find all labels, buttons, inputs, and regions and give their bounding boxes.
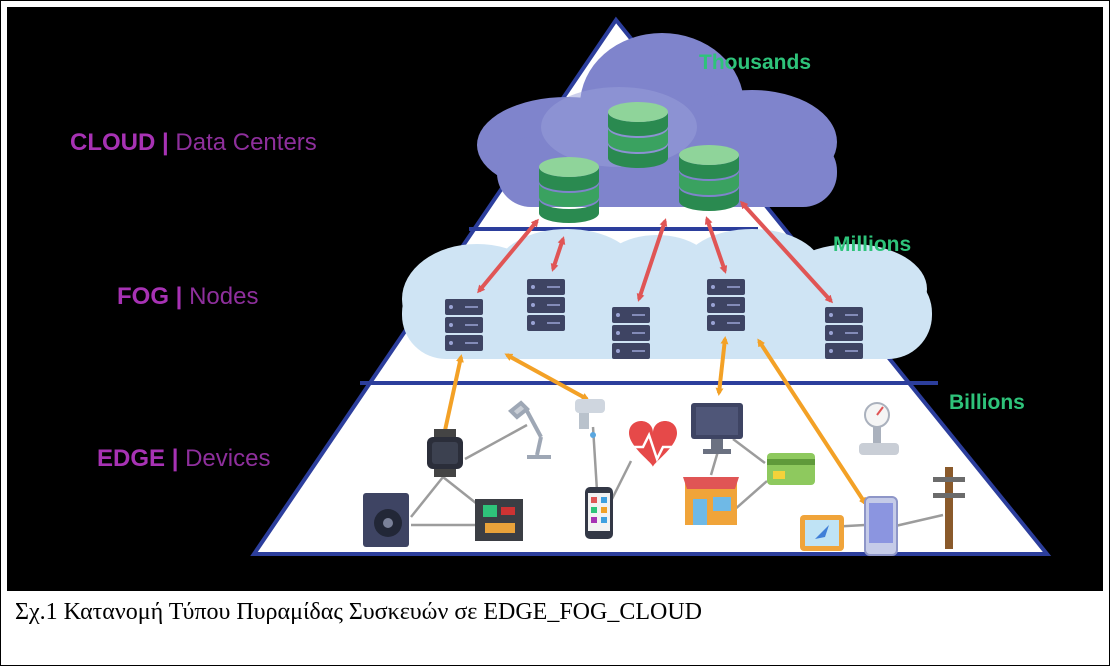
desk-lamp-icon [508,400,551,459]
power-pole-icon [933,467,965,549]
faucet-icon [575,399,605,438]
edge-count-label: Billions [949,391,1025,414]
speaker-icon [363,493,409,547]
server-icon [706,278,746,332]
store-icon [683,477,739,525]
cloud-level-desc: Data Centers [175,129,317,156]
cloud-count-label: Thousands [699,51,812,74]
smartwatch-icon [427,429,463,477]
navigation-tablet-icon [800,515,844,551]
smartphone-icon [864,496,898,556]
cloud-level-key: CLOUD [70,129,156,156]
server-icon [526,278,566,332]
credit-card-icon [767,453,815,485]
fog-level-desc: Nodes [189,283,259,310]
server-icon [611,306,651,360]
fog-level-label: FOG | Nodes [117,283,258,311]
device-links [410,423,944,529]
heart-rate-icon [629,421,677,467]
circuit-board-icon [475,499,523,541]
figure-caption: Σχ.1 Κατανομή Τύπου Πυραμίδας Συσκευών σ… [15,599,702,625]
edge-level-key: EDGE [97,445,166,472]
smartphone-icon [585,487,613,539]
edge-level-separator: | [171,445,179,472]
server-icon [444,298,484,352]
cloud-level-label: CLOUD | Data Centers [70,129,317,157]
edge-fog-cloud-pyramid-figure: CLOUD | Data Centers FOG | Nodes EDGE | … [7,7,1103,591]
server-icon [824,306,864,360]
pressure-gauge-icon [859,402,899,455]
fog-count-label: Millions [833,233,912,256]
edge-level-desc: Devices [185,445,271,472]
edge-level-label: EDGE | Devices [97,445,270,473]
cloud-level-separator: | [162,129,169,156]
fog-level-key: FOG [117,283,169,310]
cloud-fog-arrows [477,200,834,304]
monitor-icon [691,403,743,454]
fog-edge-arrows [441,336,867,506]
fog-level-separator: | [175,283,183,310]
pyramid-diagram [250,16,1052,556]
